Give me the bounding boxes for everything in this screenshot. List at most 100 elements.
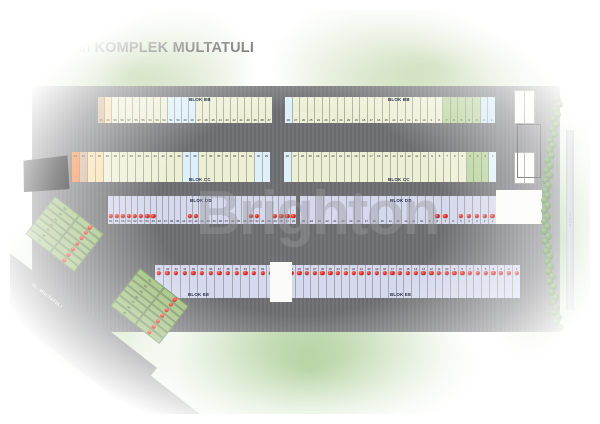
plot-dd-24[interactable]: 24	[307, 196, 316, 224]
plot-ee-13[interactable]: 13	[420, 265, 428, 298]
plot-cc-41[interactable]: 41	[167, 152, 176, 182]
plot-cc-47[interactable]: 47	[119, 152, 128, 182]
plot-dd-9[interactable]: 9	[426, 196, 434, 224]
plot-cc-7[interactable]: 7	[443, 152, 452, 182]
plot-bb-54[interactable]: 54	[147, 97, 154, 123]
plot-cc-1[interactable]: 1	[489, 152, 497, 182]
plot-bb-61[interactable]: 61	[98, 97, 105, 123]
plot-ee-9[interactable]: 9	[451, 265, 459, 298]
plot-ee-8[interactable]: 8	[458, 265, 467, 298]
plot-bb-16[interactable]: 16	[375, 97, 383, 123]
plot-cc-10[interactable]: 10	[420, 152, 429, 182]
plot-cc-16[interactable]: 16	[375, 152, 383, 182]
plot-bb-10[interactable]: 10	[420, 97, 429, 123]
plot-cc-34[interactable]: 34	[223, 152, 232, 182]
plot-ee-20[interactable]: 20	[365, 265, 374, 298]
plot-bb-8[interactable]: 8	[435, 97, 444, 123]
plot-cc-30[interactable]: 30	[254, 152, 263, 182]
plot-ee-22[interactable]: 22	[350, 265, 358, 298]
plot-dd-10[interactable]: 10	[418, 196, 426, 224]
plot-ee-18[interactable]: 18	[381, 265, 389, 298]
plot-ee-12[interactable]: 12	[427, 265, 436, 298]
plot-cc-45[interactable]: 45	[135, 152, 144, 182]
plot-cc-3[interactable]: 3	[474, 152, 482, 182]
plot-cc-33[interactable]: 33	[231, 152, 240, 182]
plot-bb-24[interactable]: 24	[315, 97, 323, 123]
plot-cc-35[interactable]: 35	[215, 152, 224, 182]
plot-ee-4[interactable]: 4	[489, 265, 498, 298]
plot-ee-10[interactable]: 10	[443, 265, 452, 298]
plot-cc-52[interactable]: 52	[79, 152, 88, 182]
plot-cc-51[interactable]: 51	[87, 152, 96, 182]
plot-cc-23[interactable]: 23	[322, 152, 330, 182]
plot-bb-7[interactable]: 7	[443, 97, 451, 123]
plot-cc-11[interactable]: 11	[413, 152, 421, 182]
plot-cc-27[interactable]: 27	[291, 152, 300, 182]
plot-cc-2[interactable]: 2	[481, 152, 490, 182]
plot-bb-28[interactable]: 28	[285, 97, 293, 123]
plot-bb-42[interactable]: 42	[231, 97, 238, 123]
plot-cc-21[interactable]: 21	[337, 152, 345, 182]
plot-dd-26[interactable]: 26	[290, 196, 296, 224]
plot-ee-27[interactable]: 27	[311, 265, 320, 298]
plot-ee-34[interactable]: 34	[241, 265, 251, 298]
plot-bb-3[interactable]: 3	[473, 97, 481, 123]
plot-bb-6[interactable]: 6	[450, 97, 459, 123]
plot-cc-19[interactable]: 19	[352, 152, 361, 182]
plot-dd-19[interactable]: 19	[347, 196, 356, 224]
plot-dd-6[interactable]: 6	[449, 196, 458, 224]
plot-cc-5[interactable]: 5	[459, 152, 467, 182]
plot-bb-22[interactable]: 22	[330, 97, 338, 123]
plot-ee-1[interactable]: 1	[513, 265, 520, 298]
plot-bb-56[interactable]: 56	[133, 97, 140, 123]
plot-bb-2[interactable]: 2	[480, 97, 489, 123]
plot-dd-17[interactable]: 17	[363, 196, 371, 224]
plot-ee-6[interactable]: 6	[474, 265, 483, 298]
plot-ee-14[interactable]: 14	[412, 265, 421, 298]
plot-dd-7[interactable]: 7	[441, 196, 450, 224]
plot-bb-37[interactable]: 37	[266, 97, 272, 123]
plot-ee-42[interactable]: 42	[172, 265, 181, 298]
plot-ee-29[interactable]: 29	[295, 265, 304, 298]
plot-bb-38[interactable]: 38	[259, 97, 266, 123]
plot-bb-45[interactable]: 45	[210, 97, 217, 123]
plot-bb-11[interactable]: 11	[413, 97, 421, 123]
plot-ee-5[interactable]: 5	[482, 265, 490, 298]
plot-ee-37[interactable]: 37	[215, 265, 225, 298]
plot-ee-36[interactable]: 36	[224, 265, 233, 298]
plot-cc-9[interactable]: 9	[428, 152, 437, 182]
plot-ee-24[interactable]: 24	[334, 265, 343, 298]
plot-bb-57[interactable]: 57	[126, 97, 133, 123]
plot-bb-21[interactable]: 21	[337, 97, 346, 123]
plot-dd-8[interactable]: 8	[433, 196, 442, 224]
plot-cc-28[interactable]: 28	[284, 152, 292, 182]
plot-bb-52[interactable]: 52	[161, 97, 168, 123]
plot-cc-42[interactable]: 42	[159, 152, 168, 182]
plot-ee-11[interactable]: 11	[435, 265, 444, 298]
plot-bb-39[interactable]: 39	[252, 97, 259, 123]
plot-cc-24[interactable]: 24	[314, 152, 323, 182]
plot-bb-53[interactable]: 53	[154, 97, 161, 123]
plot-ee-23[interactable]: 23	[342, 265, 351, 298]
plot-dd-2[interactable]: 2	[481, 196, 489, 224]
plot-bb-1[interactable]: 1	[488, 97, 495, 123]
plot-dd-1[interactable]: 1	[489, 196, 496, 224]
plot-ee-35[interactable]: 35	[232, 265, 242, 298]
plot-bb-9[interactable]: 9	[428, 97, 436, 123]
plot-bb-25[interactable]: 25	[307, 97, 316, 123]
plot-bb-41[interactable]: 41	[238, 97, 245, 123]
plot-bb-51[interactable]: 51	[168, 97, 175, 123]
plot-ee-28[interactable]: 28	[303, 265, 312, 298]
plot-cc-29[interactable]: 29	[262, 152, 270, 182]
plot-cc-40[interactable]: 40	[175, 152, 184, 182]
plot-dd-3[interactable]: 3	[473, 196, 482, 224]
plot-dd-15[interactable]: 15	[378, 196, 387, 224]
plot-bb-17[interactable]: 17	[367, 97, 376, 123]
plot-bb-4[interactable]: 4	[465, 97, 474, 123]
plot-bb-23[interactable]: 23	[322, 97, 331, 123]
plot-bb-59[interactable]: 59	[112, 97, 119, 123]
plot-cc-22[interactable]: 22	[329, 152, 338, 182]
plot-cc-6[interactable]: 6	[451, 152, 460, 182]
plot-cc-20[interactable]: 20	[344, 152, 353, 182]
plot-ee-3[interactable]: 3	[497, 265, 506, 298]
